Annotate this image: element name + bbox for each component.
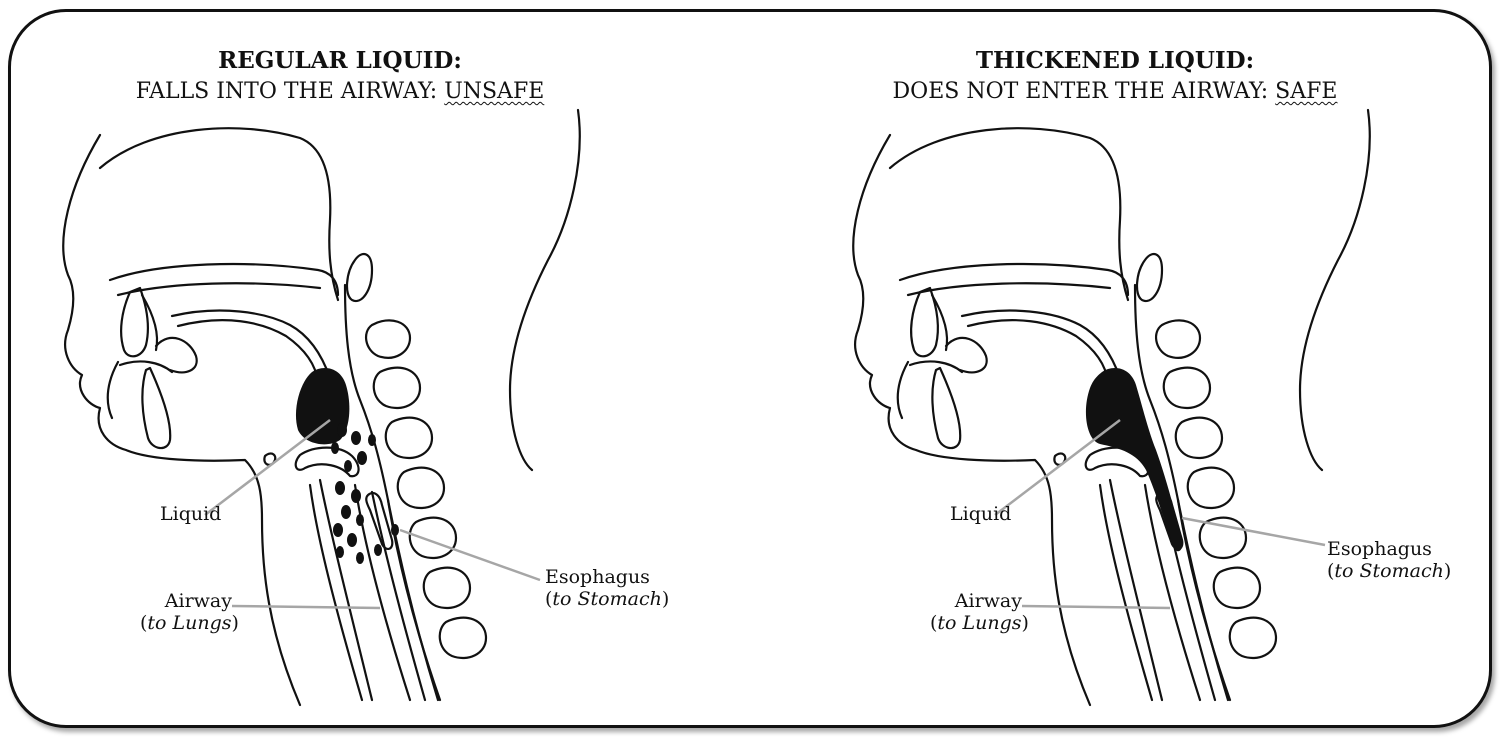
left-airway-label: Airway (to Lungs) xyxy=(140,590,232,634)
left-esophagus-note-text: to Stomach xyxy=(552,588,661,610)
left-airway-note: (to Lungs) xyxy=(140,612,232,634)
left-head-neck-illustration xyxy=(0,100,700,720)
left-cervical-spine xyxy=(347,254,486,658)
left-esophagus-name: Esophagus xyxy=(545,566,669,588)
right-airway-name: Airway xyxy=(930,590,1022,612)
right-esophagus-label: Esophagus (to Stomach) xyxy=(1327,538,1451,582)
left-liquid-leader xyxy=(205,420,330,515)
left-esophagus-note: (to Stomach) xyxy=(545,588,669,610)
right-heading: THICKENED LIQUID: DOES NOT ENTER THE AIR… xyxy=(855,45,1375,107)
left-title: REGULAR LIQUID: xyxy=(90,45,590,76)
right-liquid-label: Liquid xyxy=(950,503,1011,525)
right-anatomy-panel xyxy=(790,100,1490,720)
right-airway-note-text: to Lungs xyxy=(937,612,1021,634)
left-airway-leader xyxy=(232,606,380,608)
right-airway-note: (to Lungs) xyxy=(930,612,1022,634)
right-esophagus-leader xyxy=(1182,518,1325,545)
left-esophagus-label: Esophagus (to Stomach) xyxy=(545,566,669,610)
right-airway-leader xyxy=(1022,606,1170,608)
left-airway-note-text: to Lungs xyxy=(147,612,231,634)
right-airway-paren-close: ) xyxy=(1022,612,1029,634)
right-airway-label: Airway (to Lungs) xyxy=(930,590,1022,634)
left-anatomy-panel xyxy=(0,100,700,720)
right-esophagus-paren-close: ) xyxy=(1444,560,1451,582)
left-liquid-label: Liquid xyxy=(160,503,221,525)
left-esophagus-paren-close: ) xyxy=(662,588,669,610)
right-liquid-leader xyxy=(995,420,1120,515)
right-esophagus-note-text: to Stomach xyxy=(1334,560,1443,582)
right-title: THICKENED LIQUID: xyxy=(855,45,1375,76)
right-leader-lines xyxy=(995,420,1325,608)
left-airway-name: Airway xyxy=(140,590,232,612)
right-head-neck-illustration xyxy=(790,100,1490,720)
right-esophagus-note: (to Stomach) xyxy=(1327,560,1451,582)
left-heading: REGULAR LIQUID: FALLS INTO THE AIRWAY: U… xyxy=(90,45,590,107)
right-esophagus-name: Esophagus xyxy=(1327,538,1451,560)
left-airway-paren-close: ) xyxy=(232,612,239,634)
